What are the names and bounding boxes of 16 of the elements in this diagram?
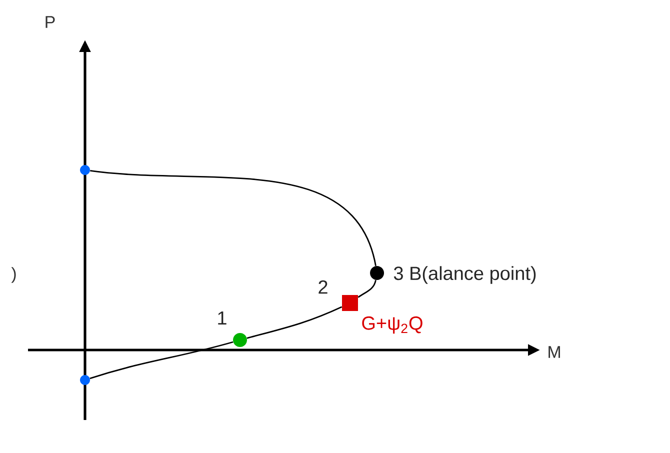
point-label: 3 B(alance point): [394, 266, 536, 284]
point-label: 1: [218, 311, 226, 325]
point-marker: [80, 375, 90, 385]
axis-label: M: [548, 346, 560, 358]
curve-segment: [90, 170, 376, 266]
curve-segment: [246, 306, 342, 339]
point-marker: [233, 333, 247, 347]
curve-segment: [358, 280, 376, 298]
square-marker: [342, 295, 358, 311]
point-marker: [370, 266, 384, 280]
load-combination-label: G+ψ$_{2}$Q: [362, 316, 422, 334]
axis-label: P: [46, 16, 55, 28]
curve-segment: [90, 341, 234, 380]
point-marker: [80, 165, 90, 175]
cut-off-text: ): [11, 267, 16, 283]
point-label: 2: [318, 280, 328, 294]
